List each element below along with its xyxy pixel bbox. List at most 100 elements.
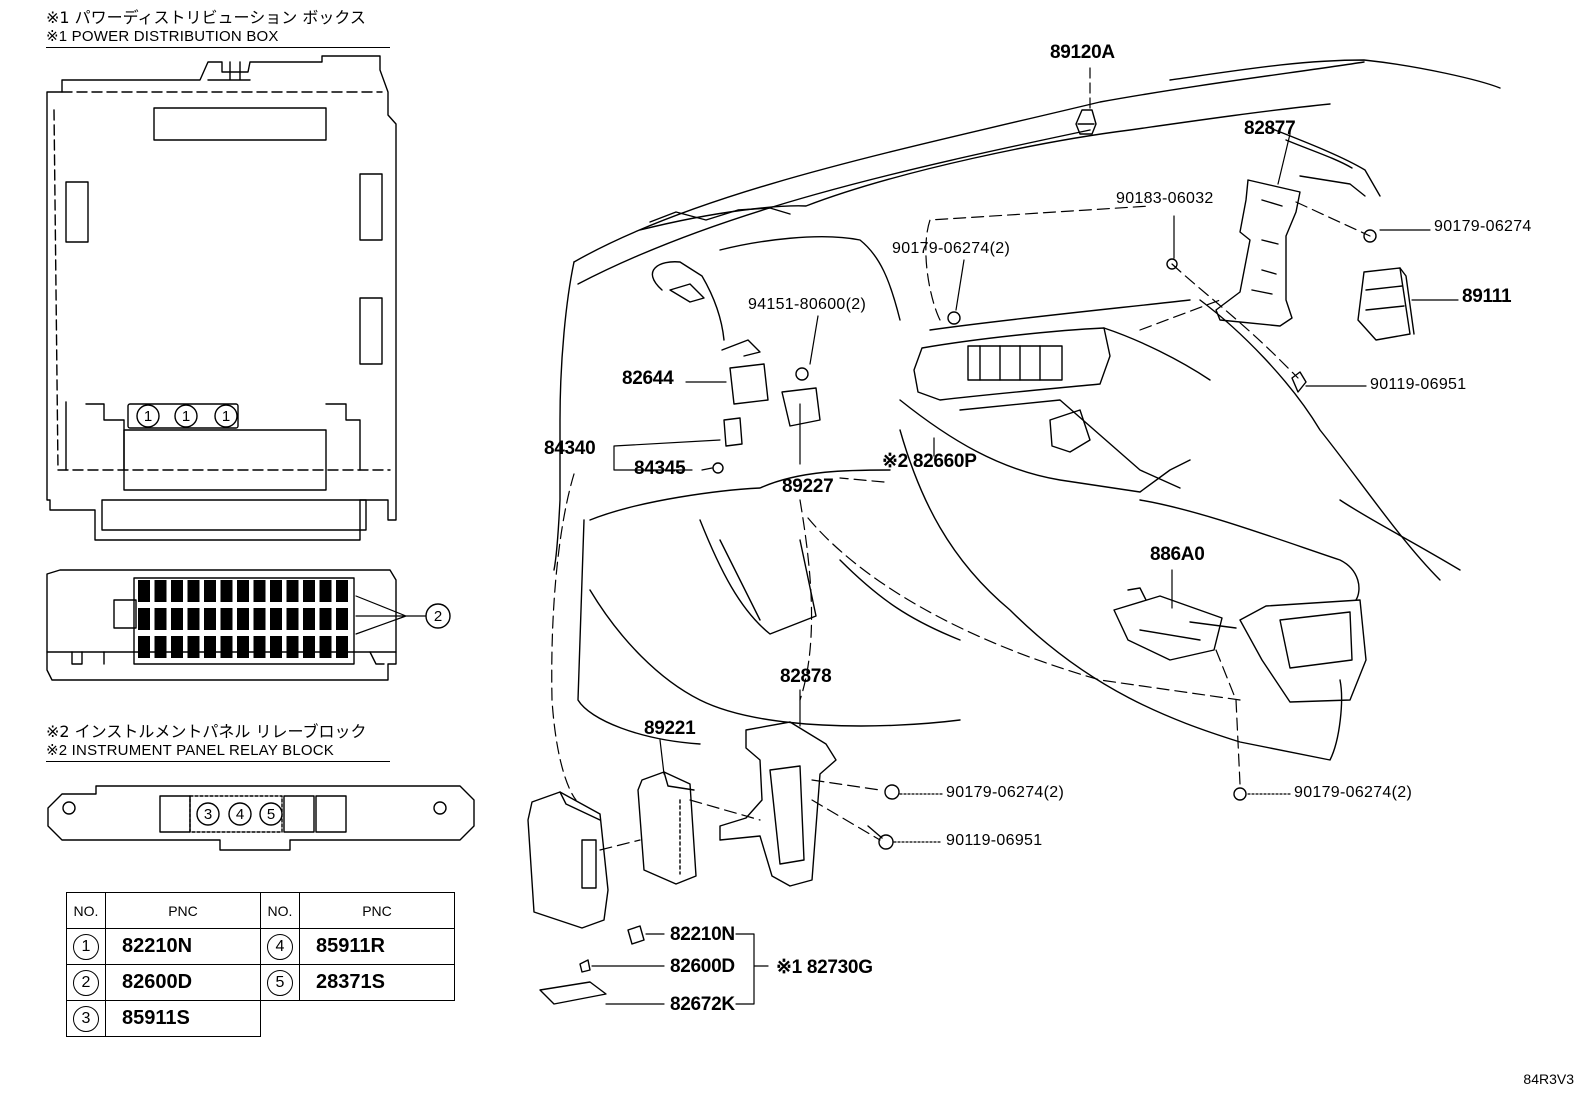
table-row: 3 85911S <box>66 1000 455 1037</box>
header-pnc-1: PNC <box>105 892 261 929</box>
part-89221-ecu <box>637 771 697 885</box>
power-distribution-box-drawing <box>46 55 397 541</box>
relay-slot <box>187 580 200 602</box>
row-no: 5 <box>267 969 293 996</box>
diagram-code: 84R3V3 <box>1523 1071 1574 1087</box>
relay-slot <box>237 636 249 658</box>
relay-slot <box>303 608 315 630</box>
relay-slot <box>253 580 266 602</box>
callout-numbers: 1 1 1 2 3 4 5 <box>144 408 442 823</box>
header-pnc-2: PNC <box>299 892 455 929</box>
relay-slot <box>319 608 332 630</box>
callout-4: 4 <box>236 806 244 823</box>
row-pnc: 85911R <box>299 928 455 965</box>
relay-slot <box>270 580 282 602</box>
callout-1b: 1 <box>182 408 190 425</box>
label-82210N: 82210N <box>670 924 735 945</box>
label-82877: 82877 <box>1244 118 1296 139</box>
relay-slot <box>204 580 216 602</box>
label-89227: 89227 <box>782 476 834 497</box>
row-no: 4 <box>267 933 293 960</box>
relay-slot <box>220 636 233 658</box>
relay-slot <box>336 636 348 658</box>
label-89111: 89111 <box>1462 286 1512 307</box>
callout-3: 3 <box>204 806 212 823</box>
relay-slot <box>171 608 183 630</box>
callout-circles <box>136 404 451 826</box>
table-row: 2 82600D 5 28371S <box>66 964 455 1001</box>
part-82644-bracket <box>712 339 821 474</box>
relay-slot <box>237 608 249 630</box>
relay-slot <box>270 608 282 630</box>
relay-slot <box>286 608 299 630</box>
relay-slot <box>220 580 233 602</box>
label-90179-06274-top: 90179-06274(2) <box>892 240 1011 257</box>
label-90119-06951-mid: 90119-06951 <box>946 832 1043 849</box>
relay-slot <box>187 608 200 630</box>
row-pnc: 82600D <box>105 964 261 1001</box>
callout-1c: 1 <box>222 408 230 425</box>
part-82877-bracket <box>1215 179 1301 327</box>
part-89111-ecu <box>1357 267 1415 341</box>
relay-slot <box>303 636 315 658</box>
callout-5: 5 <box>267 806 275 823</box>
table-row: 1 82210N 4 85911R <box>66 928 455 965</box>
relay-slot <box>138 608 150 630</box>
leader-lines <box>355 67 1459 1005</box>
label-82660P: ※2 82660P <box>882 451 977 472</box>
pnc-table-header: NO. PNC NO. PNC <box>66 892 455 929</box>
label-90183-06032: 90183-06032 <box>1116 190 1214 207</box>
part-89120A-clip <box>1075 109 1097 135</box>
relay-slot <box>138 580 150 602</box>
row-pnc: 28371S <box>299 964 455 1001</box>
label-82878: 82878 <box>780 666 832 687</box>
relay-slot <box>237 580 249 602</box>
header-no-1: NO. <box>66 892 106 929</box>
label-82644: 82644 <box>622 368 674 389</box>
row-no: 1 <box>73 933 99 960</box>
label-89221: 89221 <box>644 718 696 739</box>
relay-slots <box>133 577 355 665</box>
box1-title-rule <box>46 47 390 48</box>
box2-title-jp: ※2 インストルメントパネル リレーブロック <box>46 722 367 741</box>
instrument-panel-drawing <box>553 59 1501 761</box>
label-82730G: ※1 82730G <box>776 957 873 978</box>
label-82672K: 82672K <box>670 994 735 1015</box>
relay-slot <box>154 636 167 658</box>
relay-slot <box>319 636 332 658</box>
pnc-table: NO. PNC NO. PNC 1 82210N 4 85911R 2 8260… <box>66 892 455 1037</box>
relay-slot <box>204 608 216 630</box>
relay-slot <box>270 636 282 658</box>
label-90179-06274-mid: 90179-06274(2) <box>946 784 1065 801</box>
relay-slot <box>154 608 167 630</box>
relay-slot <box>303 580 315 602</box>
box1-title-jp: ※1 パワーディストリビューション ボックス <box>46 8 366 27</box>
relay-slot <box>204 636 216 658</box>
label-94151-80600: 94151-80600(2) <box>748 296 867 313</box>
label-84340: 84340 <box>544 438 596 459</box>
row-no: 3 <box>73 1005 99 1032</box>
row-no: 2 <box>73 969 99 996</box>
label-886A0: 886A0 <box>1150 544 1205 565</box>
relay-slot <box>187 636 200 658</box>
box1-title-en: ※1 POWER DISTRIBUTION BOX <box>46 28 279 45</box>
relay-slot <box>220 608 233 630</box>
callout-2: 2 <box>434 608 442 625</box>
callout-1a: 1 <box>144 408 152 425</box>
row-pnc: 85911S <box>105 1000 261 1037</box>
small-fasteners <box>539 229 1377 1005</box>
label-90119-06951-right: 90119-06951 <box>1370 376 1467 393</box>
relay-slot <box>286 636 299 658</box>
relay-slot <box>336 608 348 630</box>
relay-fuse-slots <box>138 580 348 658</box>
relay-block-side-drawing <box>46 569 397 681</box>
relay-slot <box>286 580 299 602</box>
relay-slot <box>336 580 348 602</box>
label-90179-06274-bot: 90179-06274(2) <box>1294 784 1413 801</box>
relay-slot <box>138 636 150 658</box>
part-886A0-module <box>1113 587 1237 661</box>
relay-slot <box>253 636 266 658</box>
relay-slot <box>154 580 167 602</box>
label-82600D: 82600D <box>670 956 735 977</box>
